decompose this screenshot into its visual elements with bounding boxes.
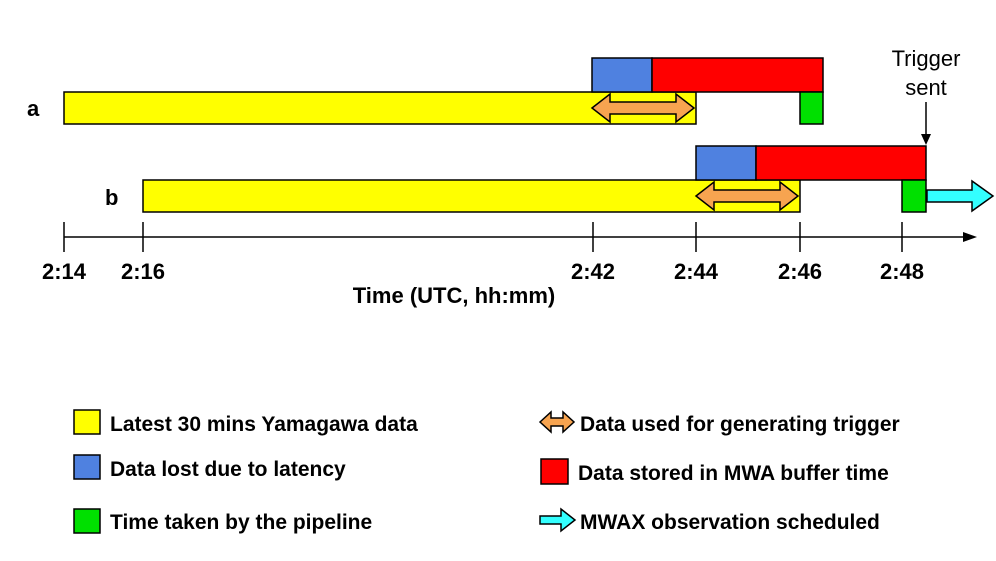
legend-swatch-buffer xyxy=(540,458,569,485)
tick-label: 2:42 xyxy=(571,259,615,284)
row-label-b: b xyxy=(105,185,118,210)
row-a: a xyxy=(27,57,824,125)
pipeline-bar-a xyxy=(799,91,824,125)
buffer-bar-a xyxy=(651,57,824,93)
trigger-range-arrow-b xyxy=(694,180,800,212)
yamagawa-bar-a xyxy=(63,91,697,125)
legend-label-observation: MWAX observation scheduled xyxy=(580,511,880,534)
latency-bar-a xyxy=(591,57,653,93)
row-label-a: a xyxy=(27,96,40,121)
legend-right-arrow-icon xyxy=(539,507,577,533)
axis-arrowhead xyxy=(963,232,977,242)
legend-label-trigger: Data used for generating trigger xyxy=(580,413,900,436)
legend-swatch-pipeline xyxy=(73,508,101,534)
yamagawa-bar-b xyxy=(142,179,801,213)
observation-arrow xyxy=(926,179,995,213)
legend-double-arrow-icon xyxy=(538,410,576,434)
legend-label-latency: Data lost due to latency xyxy=(110,458,346,481)
tick-label: 2:48 xyxy=(880,259,924,284)
trigger-sent-arrowhead xyxy=(921,134,931,145)
trigger-range-arrow-a xyxy=(590,92,696,124)
pipeline-bar-b xyxy=(901,179,927,213)
tick-label: 2:16 xyxy=(121,259,165,284)
tick-label: 2:46 xyxy=(778,259,822,284)
trigger-sent-line2: sent xyxy=(905,75,947,100)
trigger-sent-line1: Trigger xyxy=(892,46,961,71)
legend-label-pipeline: Time taken by the pipeline xyxy=(110,511,372,534)
tick-label: 2:14 xyxy=(42,259,87,284)
latency-bar-b xyxy=(695,145,757,181)
legend-swatch-latency xyxy=(73,454,101,480)
legend-label-buffer: Data stored in MWA buffer time xyxy=(578,462,889,485)
time-axis: 2:14 2:16 2:42 2:44 2:46 2:48 Time (UTC,… xyxy=(42,222,977,308)
row-b: b xyxy=(105,145,995,213)
trigger-sent-annotation: Trigger sent xyxy=(892,46,961,145)
legend-label-yamagawa: Latest 30 mins Yamagawa data xyxy=(110,413,418,436)
legend: Latest 30 mins Yamagawa data Data lost d… xyxy=(73,409,900,534)
tick-label: 2:44 xyxy=(674,259,719,284)
axis-title: Time (UTC, hh:mm) xyxy=(353,283,555,308)
legend-swatch-yamagawa xyxy=(73,409,101,435)
buffer-bar-b xyxy=(755,145,927,181)
